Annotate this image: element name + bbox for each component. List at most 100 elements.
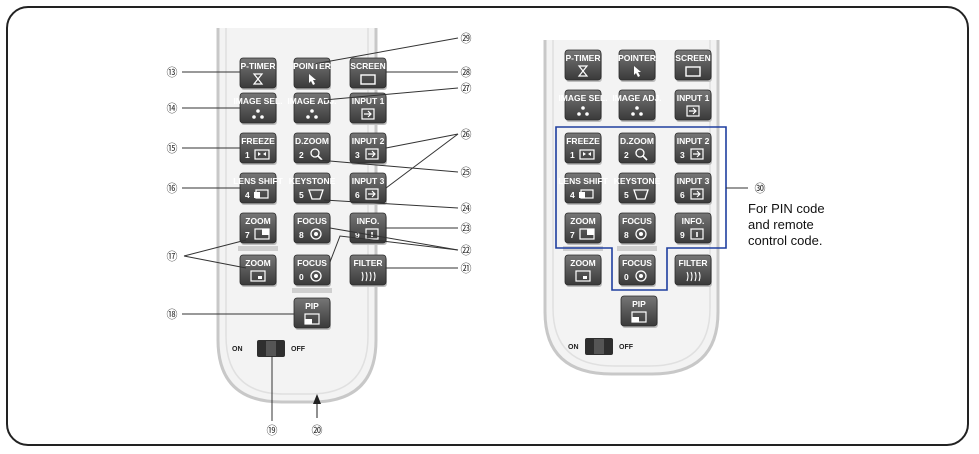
- focus-icon: [310, 270, 322, 282]
- pin-note-line-2: and remote: [748, 217, 814, 232]
- info-button[interactable]: INFO.9: [349, 212, 387, 245]
- focus-up-label: FOCUS: [622, 216, 652, 226]
- zoom-up-button[interactable]: ZOOM 7: [239, 212, 277, 245]
- input2-button[interactable]: INPUT 23: [674, 132, 712, 165]
- input1-button[interactable]: INPUT 1: [349, 92, 387, 125]
- input-arrow-icon: [361, 108, 375, 120]
- pin-note-line-1: For PIN code: [748, 201, 825, 216]
- switch-on-label: ON: [232, 346, 243, 353]
- screen-button[interactable]: SCREEN: [349, 57, 387, 90]
- pip-button[interactable]: PIP: [620, 295, 658, 328]
- remote-body-left-inner: [225, 28, 369, 395]
- input2-button[interactable]: INPUT 23: [349, 132, 387, 165]
- image-sel-label: IMAGE SEL.: [558, 93, 607, 103]
- callout-number: ⑭: [167, 102, 178, 115]
- magnifier-icon: [635, 148, 648, 161]
- keystone-digit: 5: [624, 190, 629, 200]
- lens-shift-icon: [579, 189, 594, 199]
- switch-off-label-right: OFF: [619, 344, 634, 351]
- switch-off-label: OFF: [291, 346, 306, 353]
- pin-code-highlight: [555, 126, 727, 291]
- input2-label: INPUT 2: [677, 136, 710, 146]
- keystone-label: KEYSTONE: [614, 176, 661, 186]
- callout-number: ㉒: [461, 244, 472, 257]
- p-timer-button[interactable]: P-TIMER: [564, 49, 602, 82]
- pointer-button[interactable]: POINTER: [618, 49, 656, 82]
- zoom-up-digit: 7: [245, 230, 250, 240]
- input3-button[interactable]: INPUT 36: [674, 172, 712, 205]
- input1-button[interactable]: INPUT 1: [674, 89, 712, 122]
- screen-label: SCREEN: [675, 53, 710, 63]
- screen-button[interactable]: SCREEN: [674, 49, 712, 82]
- keystone-button[interactable]: KEYSTONE 5: [614, 172, 661, 205]
- focus-down-label: FOCUS: [297, 258, 327, 268]
- filter-label: FILTER: [353, 258, 382, 268]
- filter-icon: [686, 271, 701, 282]
- zoom-down-button[interactable]: ZOOM: [564, 254, 602, 287]
- callout-leader-line: [323, 87, 459, 101]
- power-switch-left[interactable]: ON OFF: [232, 340, 306, 357]
- callout-number: ㉔: [461, 202, 472, 215]
- image-adj-label: IMAGE ADJ.: [612, 93, 661, 103]
- image-sel-button[interactable]: IMAGE SEL.: [233, 92, 283, 125]
- filter-button[interactable]: FILTER: [349, 254, 387, 287]
- zoom-up-digit: 7: [570, 230, 575, 240]
- callout-leader-line: [329, 235, 459, 263]
- pointer-button[interactable]: POINTER: [293, 57, 331, 90]
- filter-icon: [361, 271, 376, 282]
- freeze-icon: [254, 149, 270, 160]
- input-arrow-icon: [365, 148, 379, 160]
- lens-shift-label: LENS SHIFT: [233, 176, 283, 186]
- lens-shift-digit: 4: [570, 190, 575, 200]
- zoom-up-label: ZOOM: [245, 216, 271, 226]
- focus-up-digit: 8: [299, 230, 304, 240]
- callout-number: ㉓: [461, 222, 472, 235]
- pip-button[interactable]: PIP: [293, 297, 331, 330]
- filter-button[interactable]: FILTER: [674, 254, 712, 287]
- callout-number: ㉙: [461, 32, 472, 45]
- screen-label: SCREEN: [350, 61, 385, 71]
- input3-digit: 6: [355, 190, 360, 200]
- focus-icon: [635, 228, 647, 240]
- image-sel-button[interactable]: IMAGE SEL.: [558, 89, 608, 122]
- info-button[interactable]: INFO.9: [674, 212, 712, 245]
- input1-label: INPUT 1: [352, 96, 385, 106]
- input3-label: INPUT 3: [677, 176, 710, 186]
- freeze-icon: [579, 149, 595, 160]
- power-switch-right[interactable]: ON OFF: [568, 338, 634, 355]
- image-adj-button[interactable]: IMAGE ADJ.: [287, 92, 337, 125]
- zoom-down-button[interactable]: ZOOM: [239, 254, 277, 287]
- callout-leader-line: [329, 227, 459, 251]
- callout-number: ⑲: [267, 424, 278, 437]
- p-timer-button[interactable]: P-TIMER: [239, 57, 277, 90]
- input3-button[interactable]: INPUT 36: [349, 172, 387, 205]
- focus-icon: [635, 270, 647, 282]
- callout-number: ㉘: [461, 66, 472, 79]
- remote-body-right: [543, 40, 720, 376]
- pip-label: PIP: [632, 299, 646, 309]
- input-arrow-icon: [690, 188, 704, 200]
- keystone-digit: 5: [299, 190, 304, 200]
- image-adj-button[interactable]: IMAGE ADJ.: [612, 89, 662, 122]
- freeze-label: FREEZE: [566, 136, 600, 146]
- pip-icon: [304, 313, 320, 325]
- keystone-icon: [633, 189, 649, 200]
- info-digit: 9: [355, 230, 360, 240]
- freeze-digit: 1: [245, 150, 250, 160]
- lens-shift-icon: [254, 189, 269, 199]
- info-digit: 9: [680, 230, 685, 240]
- pip-label: PIP: [305, 301, 319, 311]
